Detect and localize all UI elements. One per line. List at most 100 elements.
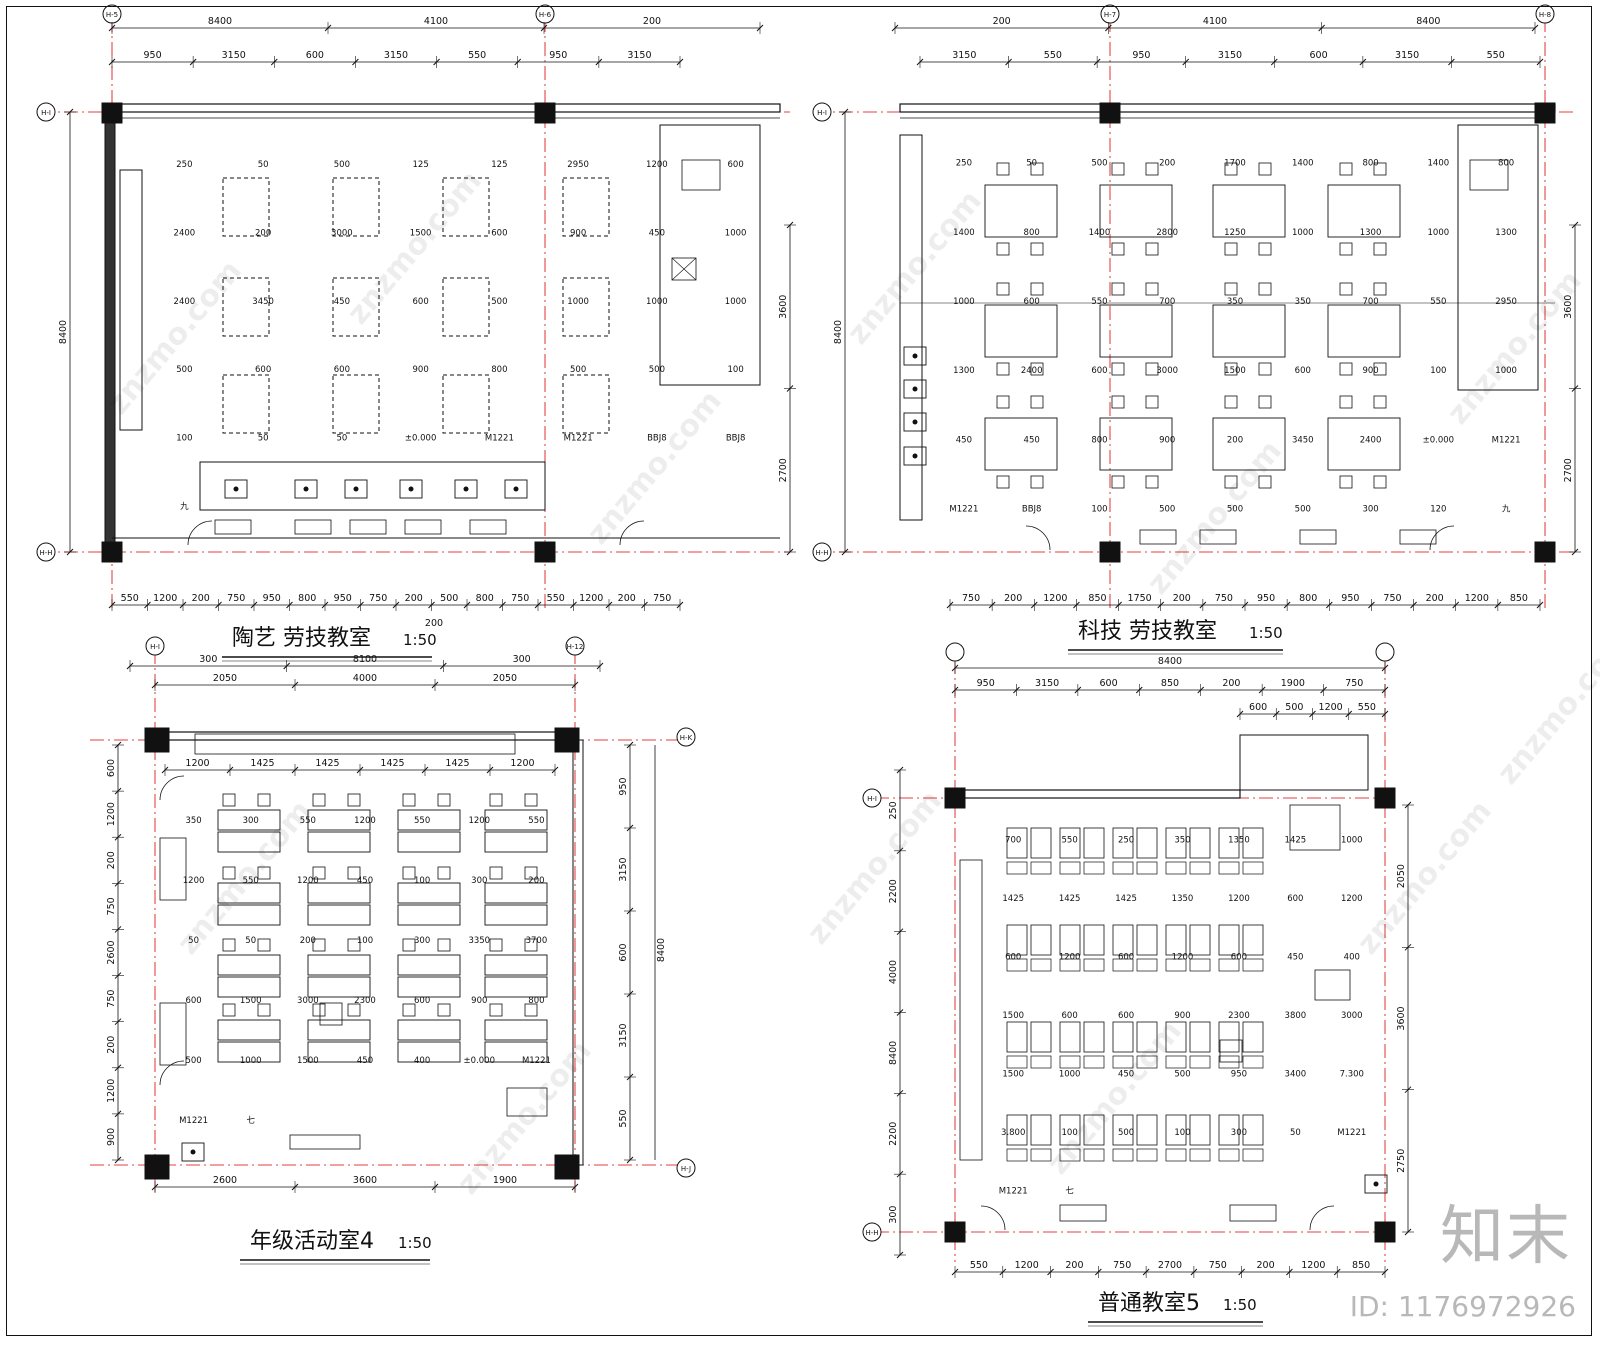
- annotation-label: 1500: [1002, 1070, 1024, 1080]
- structural-column: [1099, 102, 1121, 124]
- annotation-label: 600: [413, 297, 429, 307]
- desk: [307, 1041, 371, 1063]
- chair: [1339, 162, 1353, 176]
- annotation-label: 600: [1118, 1011, 1134, 1021]
- axis-bubble: [676, 727, 696, 747]
- sink: [903, 379, 927, 399]
- dimension-label: 2600: [213, 1175, 237, 1186]
- chair: [222, 866, 236, 880]
- annotation-label: 1000: [953, 297, 975, 307]
- chair: [1111, 475, 1125, 489]
- chair: [257, 938, 271, 952]
- chair: [1339, 362, 1353, 376]
- dimension-label: 2050: [213, 673, 237, 684]
- plan-scale: 1:50: [1223, 1296, 1257, 1314]
- dimension-label: 3150: [618, 1023, 629, 1047]
- annotation-label: 800: [491, 365, 507, 375]
- dimension-label: 3150: [618, 857, 629, 881]
- student-desk: [1165, 827, 1187, 859]
- chair: [1111, 242, 1125, 256]
- annotation-label: BBJ8: [1022, 504, 1042, 514]
- annotation-label: 1425: [1059, 894, 1081, 904]
- annotation-label: 500: [1227, 504, 1243, 514]
- chair: [1112, 1055, 1134, 1069]
- work-table: [442, 374, 490, 434]
- chair: [402, 793, 416, 807]
- annotation-label: 200: [1227, 435, 1243, 445]
- axis-bubble: [862, 1222, 882, 1242]
- annotation-label: 1200: [1228, 894, 1250, 904]
- annotation-label: 50: [245, 936, 256, 946]
- annotation-label: 500: [176, 365, 192, 375]
- axis-bubble: [1100, 4, 1120, 24]
- annotation-label: 1250: [1224, 228, 1246, 238]
- dimension-label: 4000: [888, 960, 899, 984]
- chair: [1112, 861, 1134, 875]
- chair: [1006, 861, 1028, 875]
- cabinet: [1139, 529, 1177, 545]
- chair: [1224, 362, 1238, 376]
- desk: [484, 809, 548, 831]
- annotation-label: M1221: [1337, 1128, 1366, 1138]
- dimension-label: 200: [1173, 593, 1191, 604]
- sink: [903, 346, 927, 366]
- dimension-label: 3150: [627, 50, 651, 61]
- annotation-label: 120: [1430, 504, 1446, 514]
- dimension-label: 8400: [1416, 16, 1440, 27]
- desk: [397, 1019, 461, 1041]
- work-table: [442, 177, 490, 237]
- axis-bubble: [1375, 642, 1395, 662]
- annotation-label: 1000: [646, 297, 668, 307]
- annotation-label: 600: [1062, 1011, 1078, 1021]
- chair: [1258, 395, 1272, 409]
- annotation-label: 550: [414, 816, 430, 826]
- structural-column: [534, 102, 556, 124]
- annotation-label: 500: [334, 160, 350, 170]
- chair: [1030, 242, 1044, 256]
- bench: [289, 1134, 361, 1150]
- chair: [1218, 1148, 1240, 1162]
- door-swing: [980, 1205, 1006, 1231]
- structural-column: [944, 787, 966, 809]
- dimension-label: 8400: [1158, 656, 1182, 667]
- annotation-label: 500: [1118, 1128, 1134, 1138]
- annotation-label: 1200: [297, 876, 319, 886]
- annotation-label: 50: [258, 434, 269, 444]
- annotation-label: 2300: [354, 996, 376, 1006]
- annotation-label: BBJ8: [726, 434, 746, 444]
- chair: [1111, 362, 1125, 376]
- annotation-label: 1000: [725, 229, 747, 239]
- chair: [347, 793, 361, 807]
- sink: [344, 479, 368, 499]
- annotation-label: 3350: [468, 936, 490, 946]
- annotation-label: 250: [176, 160, 192, 170]
- dimension-label: 950: [977, 678, 995, 689]
- annotation-label: 600: [185, 996, 201, 1006]
- dimension-label: 1200: [1465, 593, 1489, 604]
- annotation-label: 3700: [526, 936, 548, 946]
- student-desk: [1030, 827, 1052, 859]
- dimension-label: 3600: [778, 295, 789, 319]
- display-board: [959, 859, 983, 1161]
- annotation-label: 550: [1430, 297, 1446, 307]
- annotation-label: 1500: [1002, 1011, 1024, 1021]
- student-desk: [1112, 827, 1134, 859]
- dimension-label: 1200: [106, 802, 117, 826]
- annotation-label: 100: [728, 365, 744, 375]
- axis-bubble: [535, 4, 555, 24]
- desk: [1099, 304, 1173, 358]
- axis-label: H-I: [150, 643, 160, 651]
- annotation-label: 100: [1430, 366, 1446, 376]
- annotation-label: 100: [1091, 504, 1107, 514]
- dimension-label: 1750: [1128, 593, 1152, 604]
- work-table: [562, 177, 610, 237]
- chair: [1083, 1148, 1105, 1162]
- sink: [903, 412, 927, 432]
- door-swing: [1309, 1205, 1335, 1231]
- annotation-label: 200: [300, 936, 316, 946]
- dimension-label: 850: [1161, 678, 1179, 689]
- chair: [222, 793, 236, 807]
- dimension-label: 1425: [250, 758, 274, 769]
- dimension-label: 1900: [1281, 678, 1305, 689]
- chair: [1030, 475, 1044, 489]
